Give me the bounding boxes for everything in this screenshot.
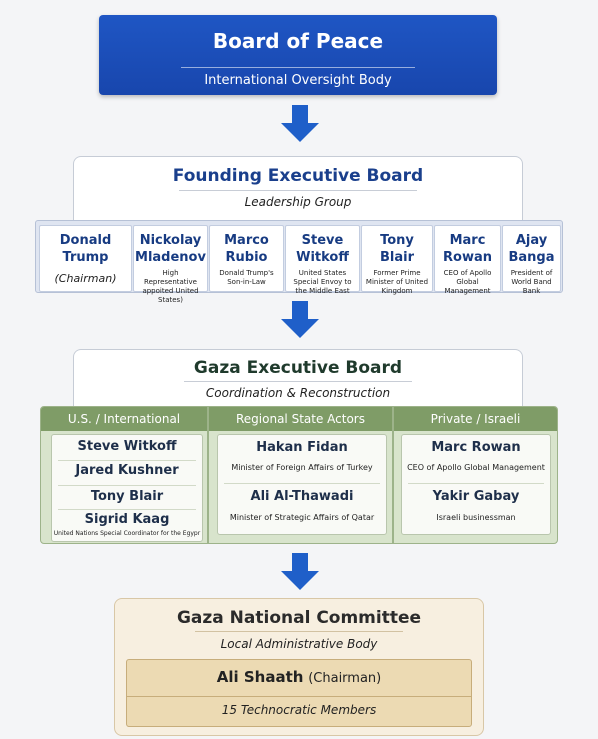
member-name: Hakan Fidan [256, 440, 348, 455]
divider [58, 460, 196, 461]
member-group-us-international: Steve Witkoff Jared Kushner Tony Blair S… [51, 434, 203, 542]
member-group-private-israeli: Marc Rowan CEO of Apollo Global Manageme… [401, 434, 551, 535]
gaza-executive-board-subtitle: Coordination & Reconstruction [205, 386, 391, 400]
member-role: United Nations Special Coordinator for t… [53, 530, 201, 537]
member-name: Yakir Gabay [432, 489, 520, 504]
gaza-executive-board-header: Gaza Executive Board Coordination & Reco… [73, 349, 523, 411]
column-divider [207, 407, 209, 543]
column-divider [392, 407, 394, 543]
member-role: Israeli businessman [436, 513, 516, 522]
member-role: Minister of Strategic Affairs of Qatar [229, 513, 375, 522]
member-card: Marc Rowan CEO of Apollo Global Manageme… [434, 225, 501, 295]
divider [224, 483, 380, 484]
gaza-national-committee-title: Gaza National Committee [176, 608, 422, 628]
member-card: Donald Trump (Chairman) [39, 225, 132, 292]
member-name: Ajay Banga [508, 233, 555, 265]
committee-chair: Ali Shaath (Chairman) [127, 668, 471, 686]
member-name: Ali Al-Thawadi [250, 489, 354, 504]
gaza-national-committee-box: Gaza National Committee Local Administra… [114, 598, 484, 736]
divider [195, 631, 403, 632]
member-name: Nickolay Mladenov [135, 233, 206, 265]
divider [58, 509, 196, 510]
member-name: Donald Trump [59, 233, 112, 265]
gaza-executive-board-title: Gaza Executive Board [193, 358, 403, 378]
gaza-national-committee-subtitle: Local Administrative Body [220, 637, 378, 651]
member-card: Marco Rubio Donald Trump's Son-in-Law [209, 225, 284, 292]
member-card: Nickolay Mladenov High Representative ap… [133, 225, 208, 304]
divider [408, 483, 544, 484]
board-of-peace-box: Board of Peace International Oversight B… [99, 15, 497, 95]
down-arrow-icon [280, 553, 320, 591]
member-name: Steve Witkoff [77, 439, 177, 454]
member-card: Steve Witkoff United States Special Envo… [285, 225, 360, 295]
chair-name: Ali Shaath [216, 668, 304, 686]
member-name: Tony Blair [379, 233, 414, 265]
member-card: Tony Blair Former Prime Minister of Unit… [361, 225, 433, 295]
member-role: Former Prime Minister of United Kingdom [365, 269, 429, 295]
member-role: CEO of Apollo Global Management [443, 269, 492, 295]
member-name: Marc Rowan [431, 440, 521, 455]
member-role: (Chairman) [54, 272, 117, 285]
board-of-peace-subtitle: International Oversight Body [204, 73, 392, 88]
founding-board-header: Founding Executive Board Leadership Grou… [73, 156, 523, 226]
gaza-executive-board-panel: U.S. / International Regional State Acto… [40, 406, 558, 544]
divider [181, 67, 415, 68]
member-group-regional-state-actors: Hakan Fidan Minister of Foreign Affairs … [217, 434, 387, 535]
member-name: Steve Witkoff [296, 233, 349, 265]
member-name: Tony Blair [90, 489, 164, 504]
member-role: President of World Band Bank [510, 269, 553, 295]
member-role: Donald Trump's Son-in-Law [219, 269, 274, 286]
divider [58, 485, 196, 486]
chair-role: (Chairman) [308, 671, 382, 686]
member-name: Marco Rubio [224, 233, 269, 265]
member-name: Sigrid Kaag [84, 512, 170, 527]
member-role: CEO of Apollo Global Management [407, 463, 545, 472]
column-header: Private / Israeli [394, 407, 557, 431]
member-role: High Representative appoited United Stat… [142, 269, 199, 304]
column-header: Regional State Actors [209, 407, 392, 431]
divider [127, 696, 471, 697]
board-of-peace-title: Board of Peace [212, 29, 384, 53]
member-role: Minister of Foreign Affairs of Turkey [231, 463, 373, 472]
committee-members-box: Ali Shaath (Chairman) 15 Technocratic Me… [126, 659, 472, 727]
down-arrow-icon [280, 105, 320, 143]
member-name: Marc Rowan [443, 233, 492, 265]
down-arrow-icon [280, 301, 320, 339]
founding-board-subtitle: Leadership Group [244, 195, 352, 209]
member-card: Ajay Banga President of World Band Bank [502, 225, 561, 295]
divider [179, 190, 417, 191]
founding-board-title: Founding Executive Board [172, 166, 424, 186]
member-name: Jared Kushner [75, 463, 179, 478]
founding-board-members: Donald Trump (Chairman) Nickolay Mladeno… [35, 220, 563, 304]
members-note: 15 Technocratic Members [221, 703, 377, 717]
divider [184, 381, 412, 382]
column-header: U.S. / International [41, 407, 207, 431]
member-role: United States Special Envoy to the Middl… [293, 269, 352, 295]
